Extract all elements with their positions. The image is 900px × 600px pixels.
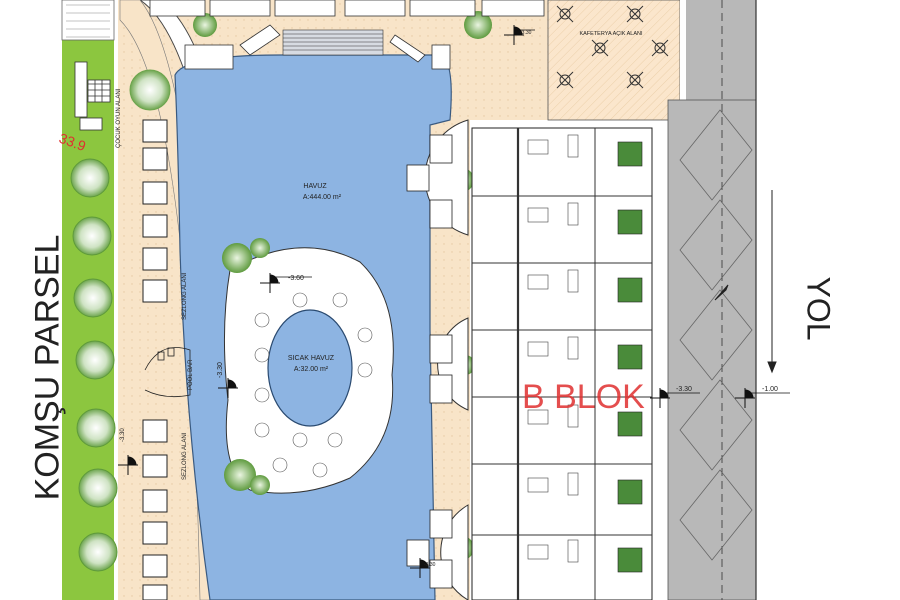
sunbed-area-1-label: SEZLONG ALANI [182,272,188,320]
cafeteria-label: KAFETERYA AÇIK ALANI [579,31,643,37]
green-strip-trees [70,158,118,572]
pool-bar-label: POOL BAR [188,359,194,390]
block-b [471,127,653,600]
block-label: B BLOK [522,378,645,416]
pool-steps [282,29,384,56]
playground-label: ÇOCUK OYUN ALANI [116,88,122,148]
sunbeds-left [142,119,168,600]
sunbed-area-2-label: SEZLONG ALANI [182,432,188,480]
pool-name: HAVUZ [303,183,327,190]
green-strip [62,40,114,600]
elevation-left-path: -3.30 [120,428,126,442]
elevation-top-path: -3.30 [520,30,532,36]
hot-pool [267,309,353,427]
elevation-road: -1.00 [762,386,778,393]
cafe-tables [556,5,669,89]
road-arrow-icon [714,190,777,374]
elevation-marker-icon [118,25,755,578]
elevation-bottom-path: -3.30 [424,562,436,568]
parking-stalls [679,109,753,561]
road-label: YOL [800,276,837,341]
hot-pool-island [223,247,394,494]
pool-area: A:444.00 m² [303,194,342,201]
hot-pool-name: SICAK HAVUZ [288,355,335,362]
hot-pool-area: A:32.00 m² [294,366,329,373]
elevation-hot-pool: -3.60 [288,275,304,282]
pool-bar [144,347,191,398]
elevation-block-edge: -3.30 [676,386,692,393]
elevation-pool-bar: -3.30 [217,362,224,378]
neighbor-parcel-label: KOMŞU PARSEL [28,234,67,501]
cafeteria-area [547,0,681,121]
top-loungers [149,0,545,70]
playground-area [74,61,111,131]
